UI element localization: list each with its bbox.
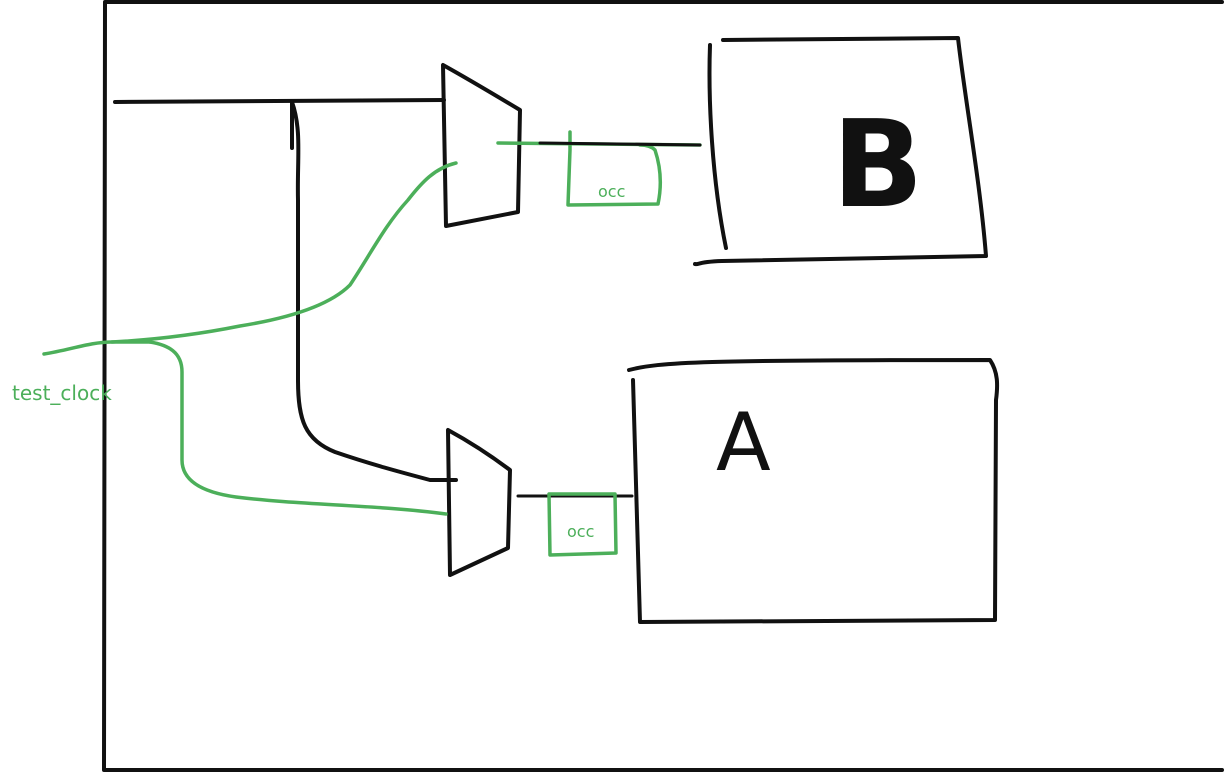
- block-b: [693, 36, 988, 267]
- outer-frame: [102, 0, 1224, 772]
- occ-bottom-box: [547, 492, 618, 557]
- block-a: [627, 358, 1000, 624]
- block-b-label: B: [832, 96, 923, 235]
- mux-top: [441, 63, 522, 228]
- test-clock-label: test_clock: [12, 381, 112, 405]
- functional-clock-wire: [113, 98, 446, 104]
- mux-bottom: [446, 428, 512, 577]
- test-clock-input-wire: [42, 340, 152, 356]
- occ-bottom-label: occ: [567, 522, 594, 541]
- test-clock-top-wire: [110, 161, 458, 344]
- mux-top-output-tick: [538, 141, 702, 147]
- functional-clock-branch-wire: [290, 100, 458, 482]
- occ-top-label: occ: [598, 182, 625, 201]
- block-a-label: A: [716, 396, 771, 489]
- test-clock-bottom-wire: [148, 340, 448, 516]
